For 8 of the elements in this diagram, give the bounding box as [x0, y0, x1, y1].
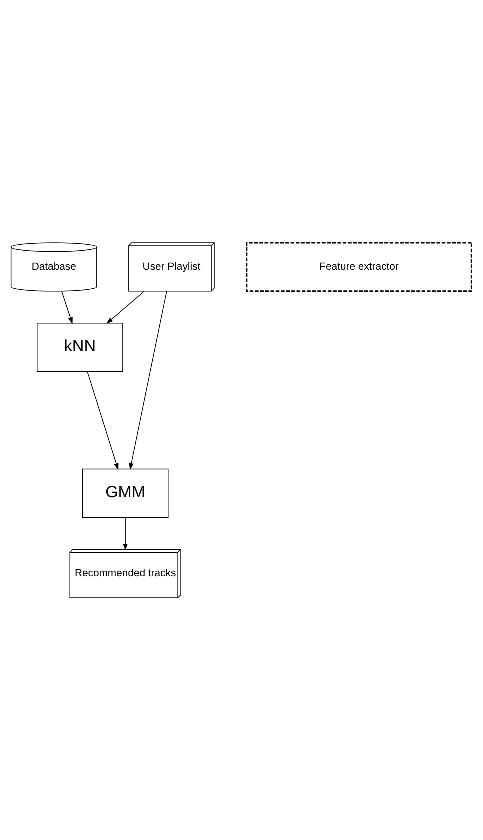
arrow: [123, 516, 128, 550]
arrow: [106, 290, 145, 324]
arrow: [62, 290, 73, 324]
node-box: kNN: [37, 322, 124, 372]
arrow: [129, 290, 168, 470]
node-box: Feature extractor: [246, 242, 472, 292]
node-box: GMM: [82, 468, 169, 518]
arrow: [87, 370, 119, 470]
